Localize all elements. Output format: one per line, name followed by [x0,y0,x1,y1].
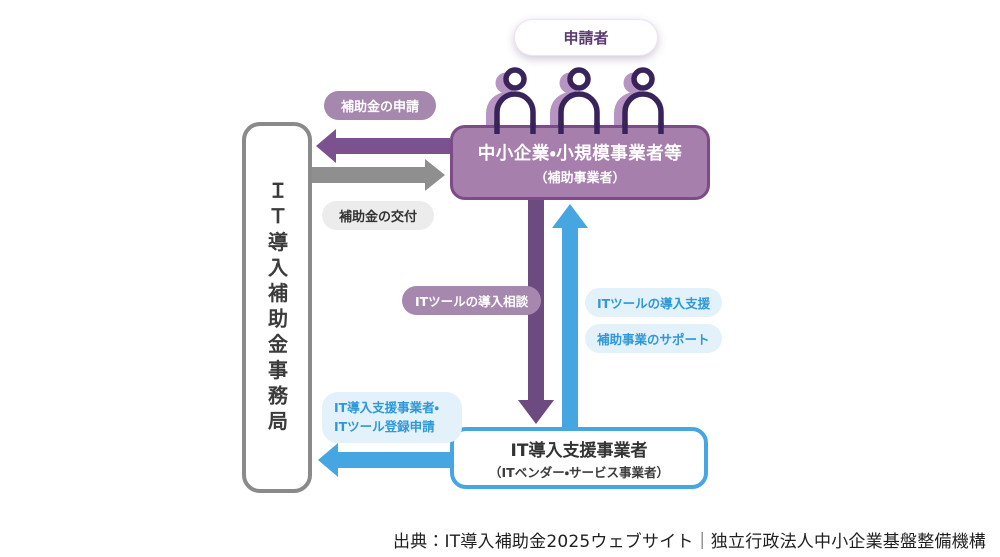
office-box-label: ＩＴ導入補助金事務局 [264,179,289,436]
vendor-box-title: IT導入支援事業者 [510,440,648,461]
business-support-label: 補助事業のサポート [585,324,722,353]
people-icons [486,67,664,134]
tool-consultation-arrow-head [518,400,554,424]
person-icon [486,67,536,134]
subsidy-application-label: 補助金の申請 [324,91,437,120]
business-box-title: 中小企業・小規模事業者等 [477,143,683,164]
person-icon [550,67,600,134]
tool-support-arrow-shaft [562,228,578,427]
applicant-label: 申請者 [563,29,609,47]
subsidy-application-arrow-head [316,129,336,163]
subsidy-application-arrow-shaft [336,138,450,154]
business-box: 中小企業・小規模事業者等 （補助事業者） [450,125,710,200]
vendor-registration-label: IT導入支援事業者・ ITツール登録申請 [322,392,462,443]
vendor-registration-arrow-head [318,443,338,477]
tool-support-label: ITツールの導入支援 [585,288,723,317]
vendor-registration-label-line1: IT導入支援事業者・ [334,400,439,415]
person-icon [614,67,664,134]
office-box: ＩＴ導入補助金事務局 [242,122,312,493]
vendor-registration-label-line2: ITツール登録申請 [334,419,435,435]
subsidy-grant-label: 補助金の交付 [322,201,435,230]
applicant-badge: 申請者 [514,19,658,56]
subsidy-grant-arrow-head [425,159,445,191]
tool-support-arrow-head [552,204,588,228]
vendor-box-subtitle: （ITベンダー・サービス事業者） [489,464,669,480]
vendor-registration-arrow-shaft [338,452,452,468]
tool-consultation-label: ITツールの導入相談 [402,286,542,315]
source-caption: 出典：IT導入補助金2025ウェブサイト｜独立行政法人中小企業基盤整備機構 [392,532,986,552]
vendor-box: IT導入支援事業者 （ITベンダー・サービス事業者） [450,427,708,489]
business-box-subtitle: （補助事業者） [534,170,626,186]
subsidy-grant-arrow-shaft [310,167,425,183]
